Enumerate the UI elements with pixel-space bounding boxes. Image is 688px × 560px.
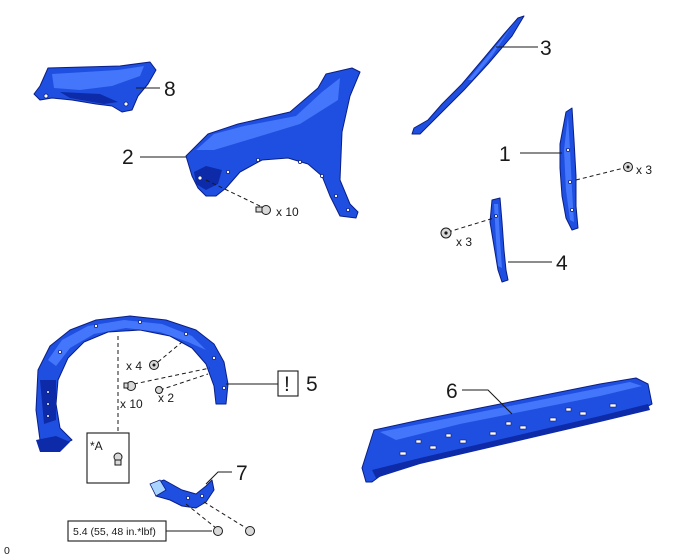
illustration-id: 0 <box>4 545 10 557</box>
callout-3: 3 <box>540 37 552 60</box>
part-3-pillar-trim <box>411 15 525 135</box>
qty-liner-clips-x4: x 4 <box>126 359 142 373</box>
part-6-rocker-molding <box>361 377 653 483</box>
callout-5: 5 <box>306 373 318 396</box>
bracket-bolt-left-icon <box>213 526 223 536</box>
callout-2: 2 <box>122 146 134 169</box>
callout-7: 7 <box>236 462 248 485</box>
qty-pillar-clips-left: x 3 <box>456 235 472 249</box>
qty-fender-screws: x 10 <box>276 205 299 219</box>
view-a-label: *A <box>90 439 103 453</box>
part-4-pillar-garnish <box>489 197 509 283</box>
liner-screw-x10-icon <box>123 381 136 391</box>
qty-liner-screws-x2: x 2 <box>158 391 174 405</box>
part-5-fender-liner <box>35 315 229 452</box>
callout-6: 6 <box>446 380 458 403</box>
qty-liner-screws-x10: x 10 <box>120 397 143 411</box>
fender-screw-icon <box>255 205 271 215</box>
caution-box <box>277 370 299 397</box>
callout-4: 4 <box>556 252 568 275</box>
bracket-bolt-right-icon <box>245 526 255 536</box>
liner-screw-x2-icon <box>155 386 163 394</box>
callout-8: 8 <box>164 78 176 101</box>
part-2-front-fender <box>185 67 361 219</box>
callout-1: 1 <box>499 143 511 166</box>
liner-clip-x4-icon <box>149 360 159 370</box>
torque-spec: 5.4 (55, 48 in.*lbf) <box>73 526 156 538</box>
pillar-clip-right-icon <box>623 162 633 172</box>
caution-mark: ! <box>284 373 290 396</box>
part-1-pillar-cover <box>559 107 579 231</box>
qty-pillar-clips-right: x 3 <box>636 163 652 177</box>
pillar-clip-left-icon <box>440 227 452 239</box>
torque-spec-box <box>67 520 167 542</box>
part-8-headlight-panel <box>33 61 157 113</box>
part-7-bracket <box>149 479 215 509</box>
view-a-screw-icon <box>113 452 123 466</box>
